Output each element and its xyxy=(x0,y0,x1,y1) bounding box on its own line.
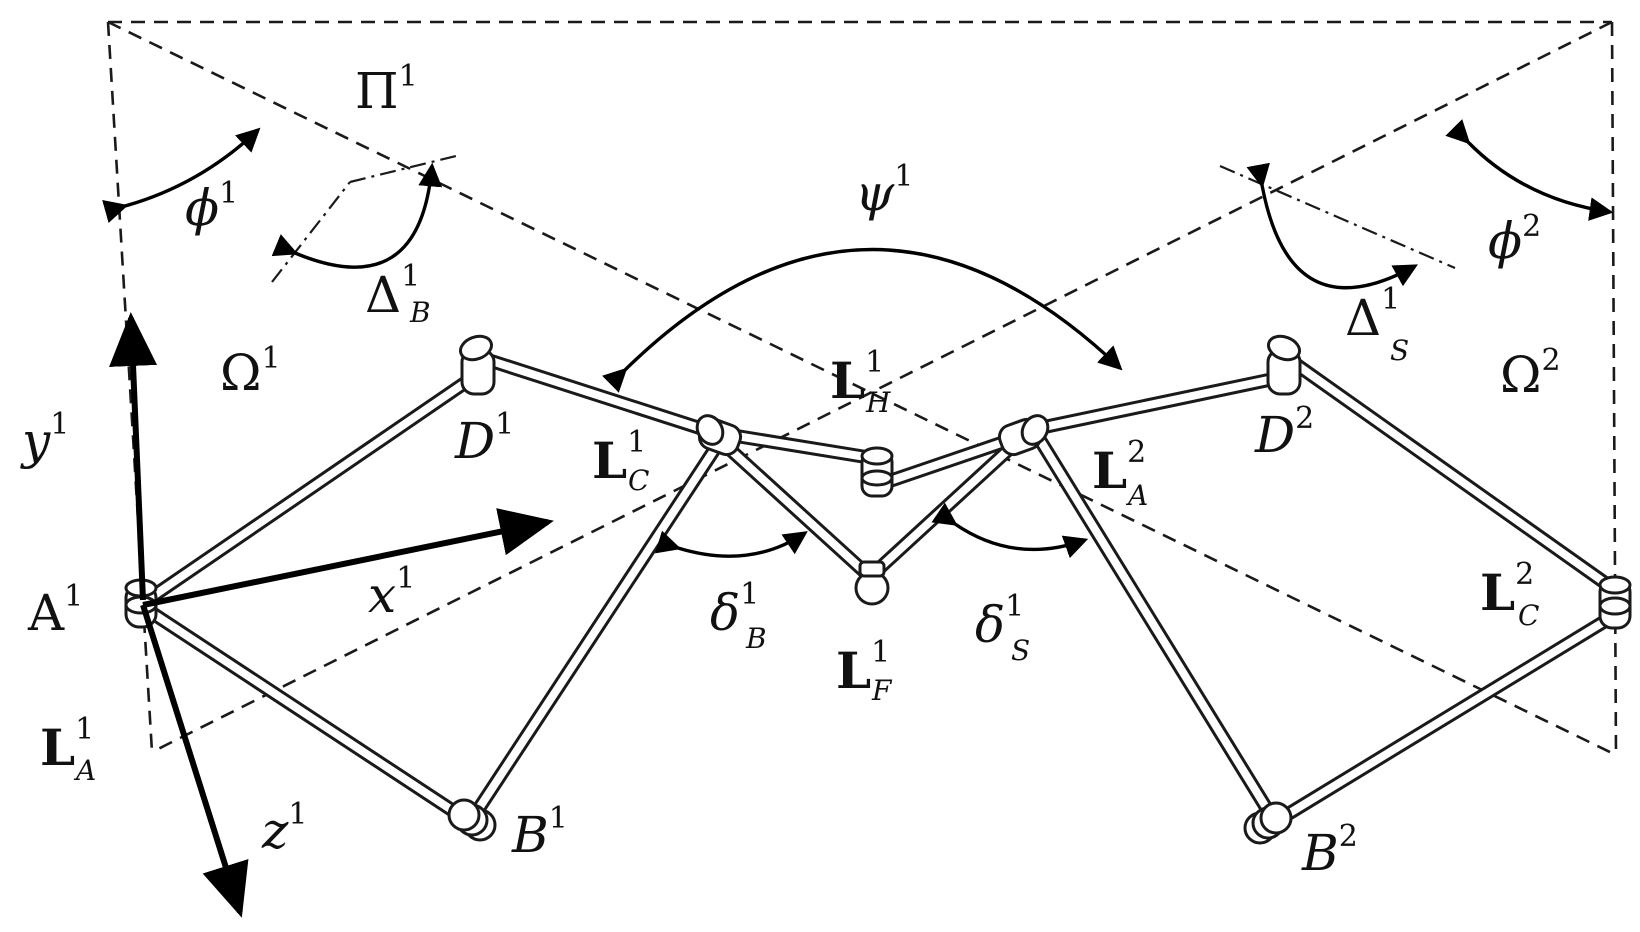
label-B2: B2 xyxy=(1301,819,1358,882)
delta-s-small-arc xyxy=(931,502,1089,559)
label-DeltaB-sub: B xyxy=(409,296,431,329)
label-z1: z1 xyxy=(261,797,307,860)
joint-LH1 xyxy=(860,446,894,498)
label-LA1: L1 xyxy=(40,712,94,777)
label-D2: D2 xyxy=(1254,401,1314,464)
label-LC2-sub: C xyxy=(1518,599,1539,632)
label-LA2-sub: A xyxy=(1125,479,1148,512)
label-A1: A1 xyxy=(27,579,83,642)
joint-LC1 xyxy=(695,414,743,457)
delta-b-small-arc xyxy=(655,530,808,558)
label-LC2: L2 xyxy=(1480,557,1534,622)
joints xyxy=(124,334,1632,845)
joint-B2 xyxy=(1243,801,1293,845)
delta-b-arc xyxy=(271,162,443,269)
angle-arcs xyxy=(102,119,1614,559)
label-LC1-sub: C xyxy=(628,464,649,497)
label-deltaB: δ1 xyxy=(710,577,759,642)
joint-D2 xyxy=(1266,334,1302,396)
label-deltaB-sub: B xyxy=(745,622,767,655)
label-LF1-sub: F xyxy=(871,674,893,707)
z-axis-arrow xyxy=(140,604,249,918)
phi1-arc xyxy=(102,127,261,223)
label-deltaS: δ1 xyxy=(975,589,1024,654)
label-LF1: L1 xyxy=(836,635,890,700)
y-axis-arrow xyxy=(109,312,158,601)
reference-line-left-b xyxy=(349,153,461,184)
label-LA1-sub: A xyxy=(73,754,96,787)
label-DeltaS: Δ1 xyxy=(1345,282,1400,347)
left-boundary-line xyxy=(106,21,154,753)
joint-B1 xyxy=(447,798,497,842)
delta-s-arc xyxy=(1246,162,1418,290)
x-axis-arrow xyxy=(142,508,554,608)
label-Omega2: Ω2 xyxy=(1500,343,1561,404)
reference-line-right xyxy=(1219,164,1456,270)
joint-LA2 xyxy=(997,414,1050,457)
joint-D1 xyxy=(459,334,496,396)
label-Pi1: Π1 xyxy=(355,59,418,120)
label-LH1-sub: H xyxy=(865,386,891,419)
label-DeltaS-sub: S xyxy=(1390,334,1409,367)
joint-LC2 xyxy=(1598,575,1632,630)
label-y1: y1 xyxy=(20,407,69,470)
label-DeltaB: Δ1 xyxy=(365,259,420,324)
label-Omega1: Ω1 xyxy=(220,341,281,402)
label-psi1: ψ1 xyxy=(855,159,913,222)
joint-LF1 xyxy=(854,560,890,606)
phi2-arc xyxy=(1445,119,1614,221)
psi1-arc xyxy=(602,247,1123,393)
label-phi1: ϕ1 xyxy=(185,176,238,237)
coordinate-axes xyxy=(109,312,554,918)
label-LC1: L1 xyxy=(592,425,646,490)
label-D1: D1 xyxy=(454,407,514,470)
label-B1: B1 xyxy=(511,801,568,864)
labels: Π1 ϕ1 ϕ2 ψ1 Δ1 B Δ1 S Ω1 Ω2 y1 x1 z1 A1 … xyxy=(20,59,1561,882)
label-LA2: L2 xyxy=(1092,435,1146,500)
label-LH1: L1 xyxy=(830,345,884,410)
label-deltaS-sub: S xyxy=(1011,634,1030,667)
label-phi2: ϕ2 xyxy=(1488,209,1541,270)
label-x1: x1 xyxy=(368,561,415,624)
right-boundary-line xyxy=(1610,21,1618,756)
